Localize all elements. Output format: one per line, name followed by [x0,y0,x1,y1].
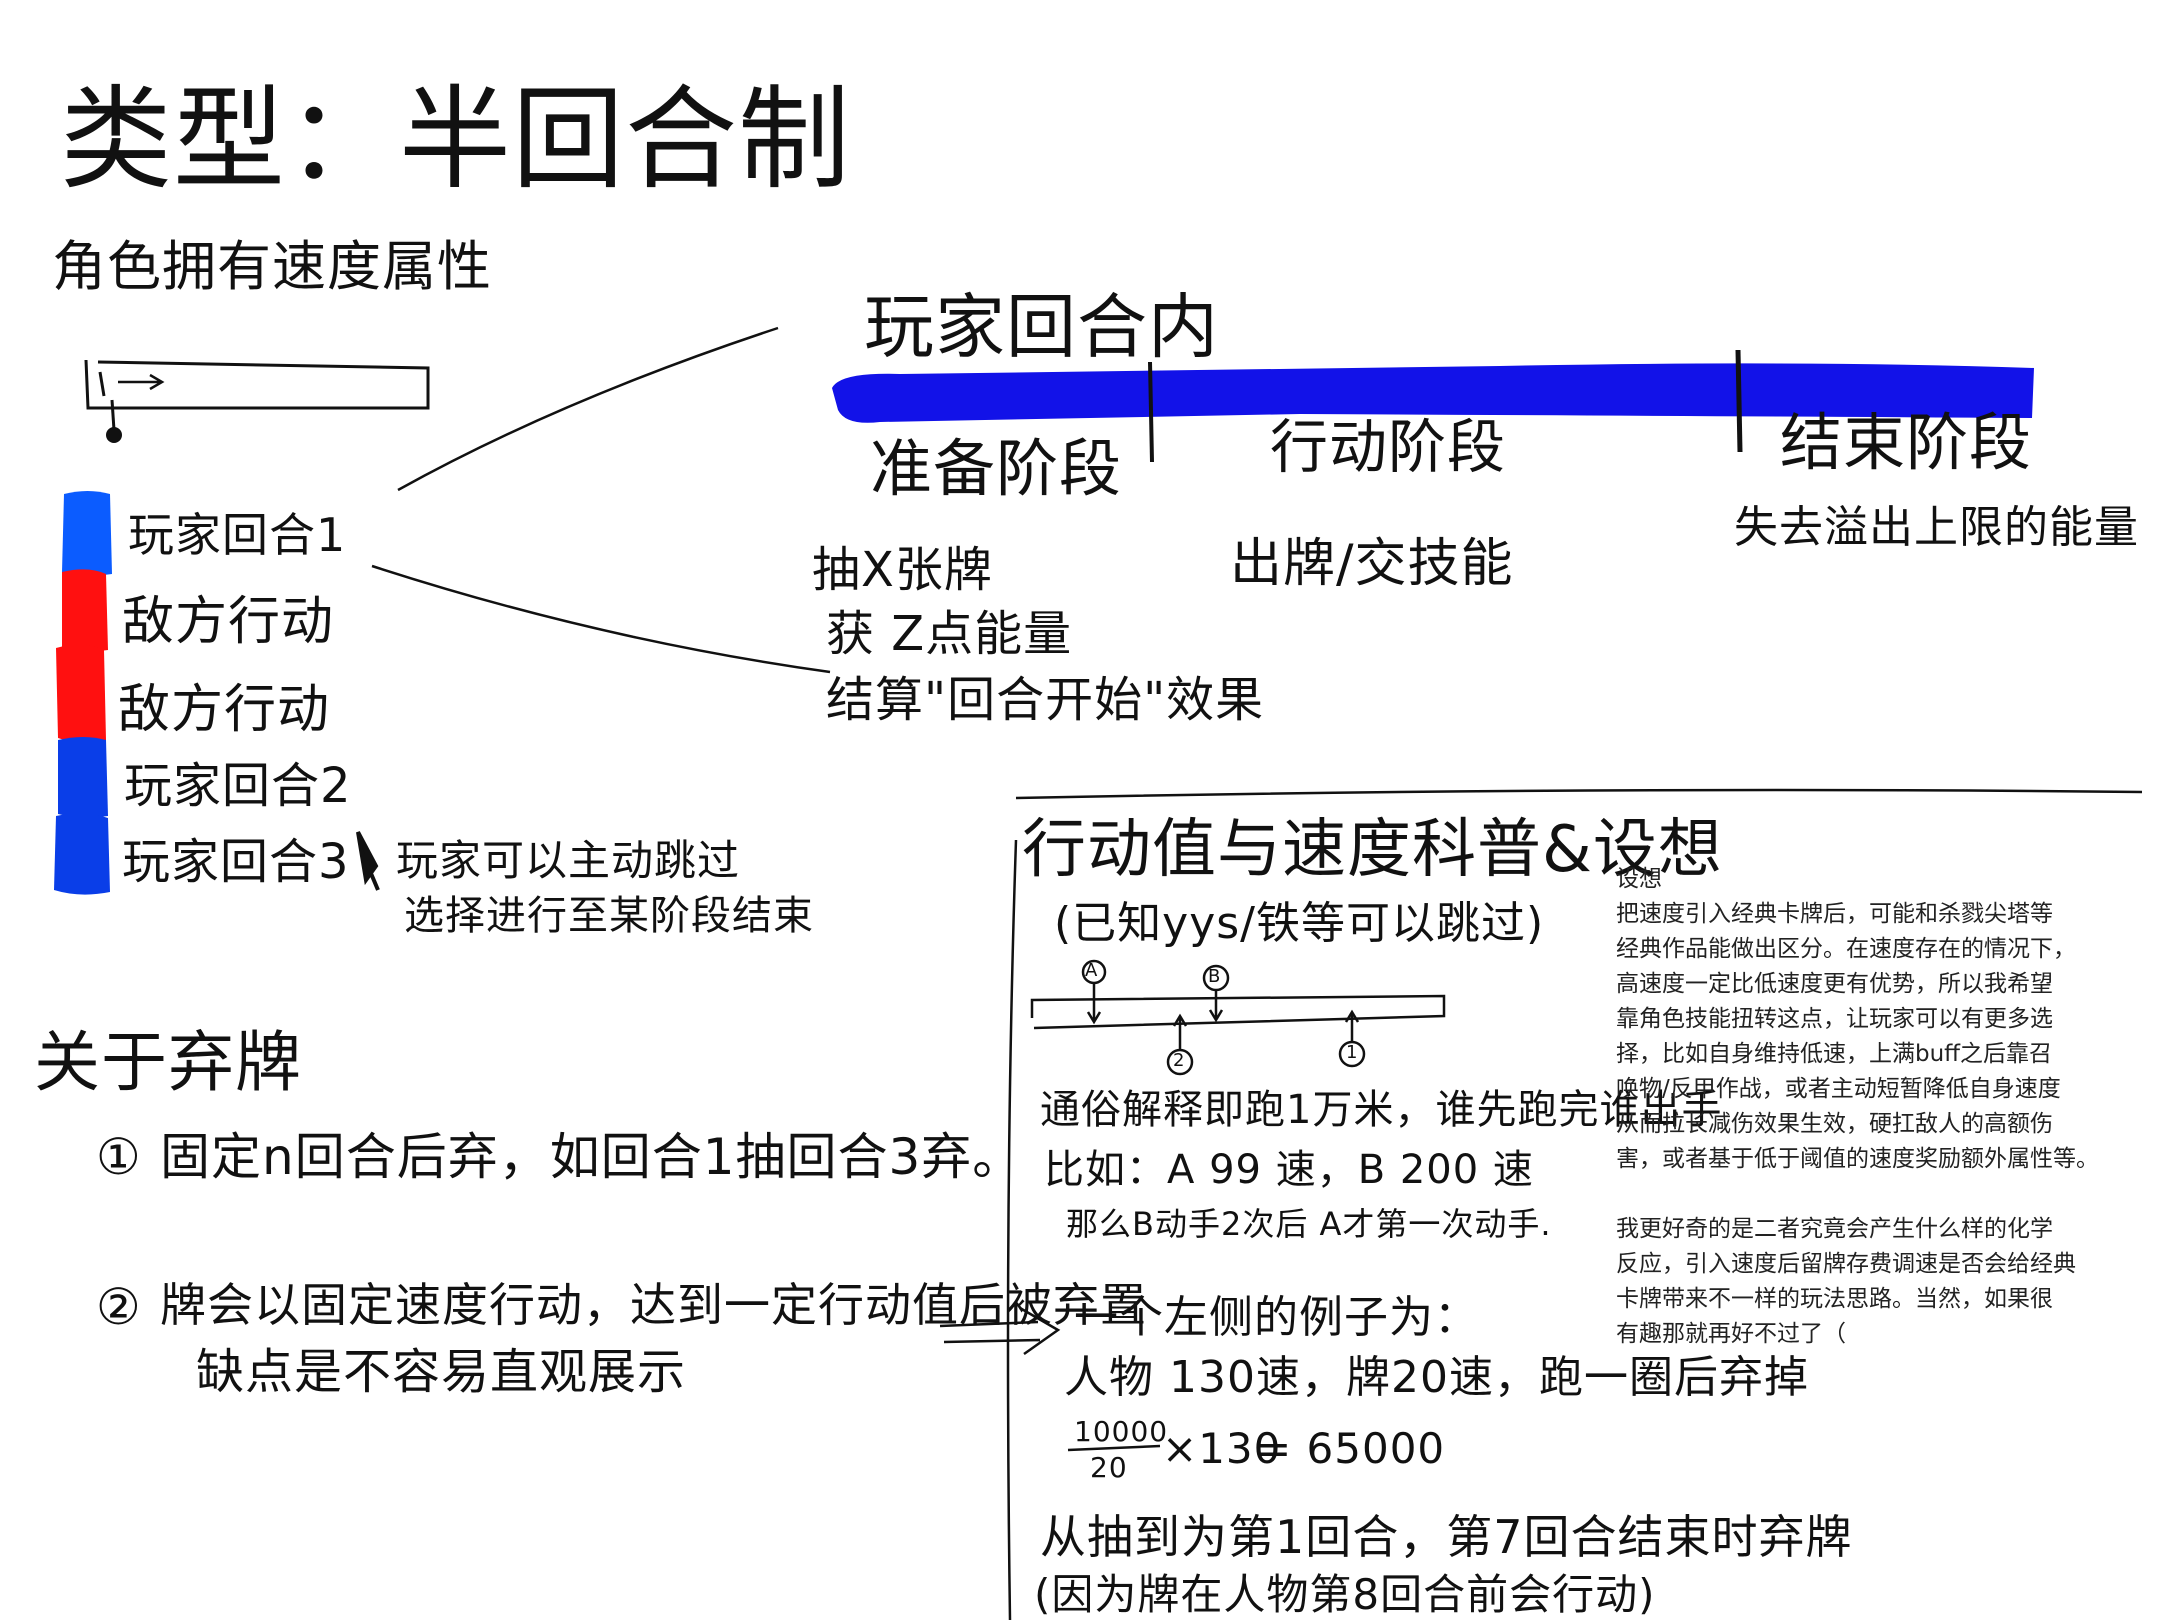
turn-order-blocks [54,491,112,895]
connector-line-bottom [371,564,831,674]
idea-p1-line: 把速度引入经典卡牌后，可能和杀戮尖塔等 [1616,901,2053,927]
phase-name-prepare: 准备阶段 [870,432,1123,505]
idea-p1-line: 靠角色技能扭转这点，让玩家可以有更多选 [1616,1006,2053,1032]
turn-label-1: 玩家回合1 [128,508,347,562]
idea-p1-line: 择，比如自身维持低速，上满buff之后靠召 [1616,1041,2053,1067]
idea-p1-line: 从而拉长减伤效果生效，硬扛敌人的高额伤 [1616,1111,2053,1137]
idea-p2-line: 有趣那就再好不过了（ [1616,1321,1846,1347]
page-title: 类型：半回合制 [60,75,851,205]
section-divider-horizontal [1015,788,2143,800]
formula-fraction-bar [1067,1444,1161,1452]
discard-heading: 关于弃牌 [34,1024,302,1101]
turn-block-1 [62,491,112,576]
skip-note-line2: 选择进行至某阶段结束 [404,893,814,939]
formula-result: = 65000 [1256,1424,1446,1473]
prepare-detail-3: 结算"回合开始"效果 [826,672,1265,728]
idea-p2-line: 我更好奇的是二者究竟会产生什么样的化学 [1616,1216,2053,1242]
idea-p1-line: 经典作品能做出区分。在速度存在的情况下， [1616,936,2076,962]
phase-divider-2 [1735,349,1743,453]
explain-line-3: 那么B动手2次后 A才第一次动手. [1066,1205,1552,1243]
explain-line-1: 通俗解释即跑1万米，谁先跑完谁出手 [1040,1087,1723,1133]
turn-block-4 [58,737,108,818]
prepare-detail-2: 获 Z点能量 [826,606,1073,662]
discard-option-1-text: 固定n回合后弃，如回合1抽回合3弃。 [160,1128,1024,1186]
turn-label-2: 敌方行动 [122,592,335,652]
marker-label-1: 1 [1346,1042,1359,1063]
turn-label-3: 敌方行动 [118,680,331,740]
speed-track-sketch [84,359,430,443]
prepare-detail-1: 抽X张牌 [812,542,993,598]
action-value-sub: (已知yys/铁等可以跳过) [1054,898,1545,949]
end-detail-1: 失去溢出上限的能量 [1734,502,2139,553]
idea-p2-line: 卡牌带来不一样的玩法思路。当然，如果很 [1616,1286,2053,1312]
discard-option-2-num: ② [96,1278,142,1336]
discard-option-2-note: 缺点是不容易直观展示 [196,1344,687,1400]
player-turn-heading: 玩家回合内 [864,286,1219,368]
conclusion-line-1: 从抽到为第1回合，第7回合结束时弃牌 [1040,1510,1853,1564]
skip-arrow-icon [356,831,380,891]
formula-denominator: 20 [1090,1451,1128,1484]
discard-option-2-text: 牌会以固定速度行动，达到一定行动值后被弃置 [160,1278,1147,1332]
subtitle: 角色拥有速度属性 [52,235,492,298]
action-value-heading: 行动值与速度科普&设想 [1022,813,1723,887]
connector-line-top [397,326,779,492]
conclusion-line-2: (因为牌在人物第8回合前会行动) [1034,1570,1656,1619]
turn-block-5 [54,813,110,895]
section-divider-vertical [1006,839,1018,1620]
marker-label-b: B [1208,966,1222,987]
idea-p1-line: 高速度一定比低速度更有优势，所以我希望 [1616,971,2053,997]
marker-label-2: 2 [1173,1050,1186,1071]
formula-multiplier: ×130 [1162,1424,1282,1473]
turn-block-3 [56,644,106,743]
phase-name-action: 行动阶段 [1270,413,1507,481]
implies-arrow-icon [939,1306,1061,1356]
action-value-track [1030,959,1446,1076]
skip-note-line1: 玩家可以主动跳过 [396,836,741,885]
idea-p2-line: 反应，引入速度后留牌存费调速是否会给经典 [1616,1251,2076,1277]
formula-numerator: 10000 [1074,1415,1169,1448]
turn-block-2 [62,569,108,652]
phase-bar [832,363,2034,423]
turn-label-4: 玩家回合2 [124,758,352,814]
discard-option-1-num: ① [96,1128,142,1186]
idea-title: 设想 [1616,866,1662,892]
explain-line-2: 比如：A 99 速，B 200 速 [1044,1147,1534,1193]
action-detail-1: 出牌/交技能 [1230,534,1514,594]
idea-p1-line: 害，或者基于低于阈值的速度奖励额外属性等。 [1616,1146,2099,1172]
phase-divider-1 [1148,361,1154,463]
example-heading: 一个左侧的例子为： [1074,1292,1479,1343]
example-line: 人物 130速，牌20速，跑一圈后弃掉 [1064,1352,1809,1403]
idea-block: 设想 把速度引入经典卡牌后，可能和杀戮尖塔等 经典作品能做出区分。在速度存在的情… [1616,862,2099,1352]
idea-p1-line: 唤物/反甲作战，或者主动短暂降低自身速度 [1616,1076,2061,1102]
turn-label-5: 玩家回合3 [122,834,350,890]
marker-label-a: A [1085,960,1099,981]
phase-name-end: 结束阶段 [1780,406,2033,479]
